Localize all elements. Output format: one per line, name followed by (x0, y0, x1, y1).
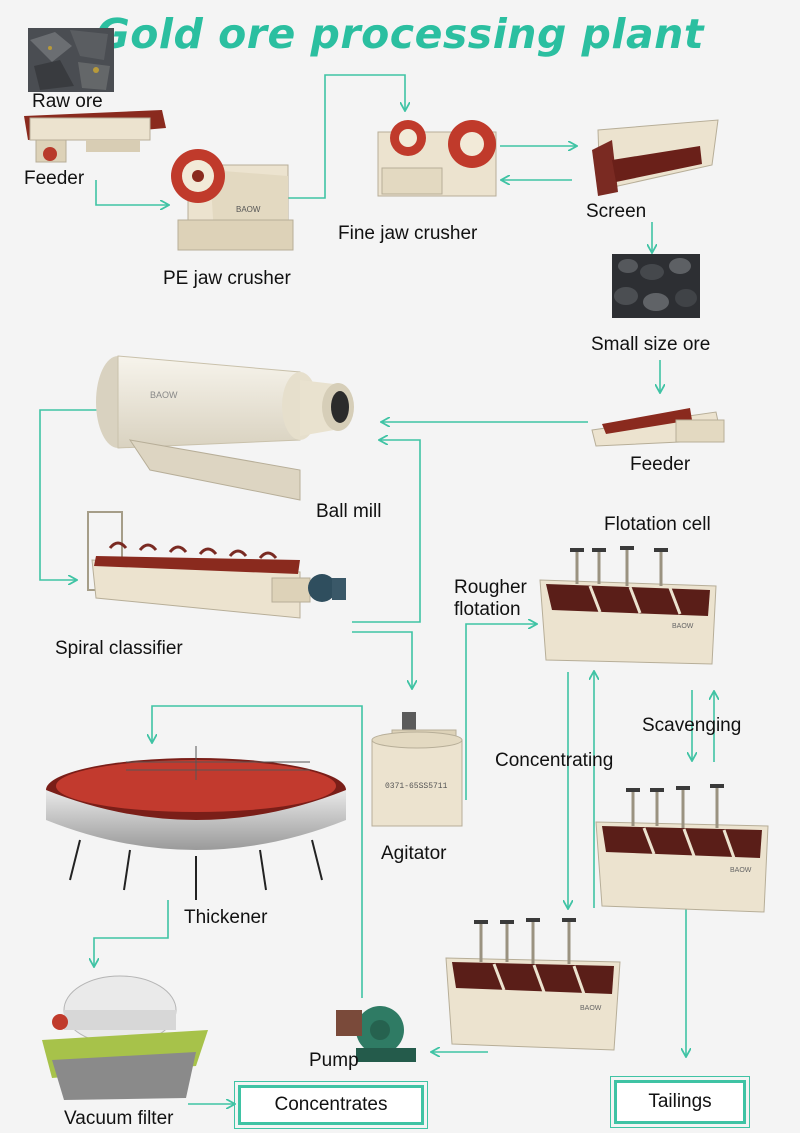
vacuum-filter-image (42, 975, 208, 1100)
label-screen: Screen (586, 201, 647, 222)
arrow-pe-to-fine-crusher (286, 74, 405, 199)
arrow-thickener-to-filter (94, 900, 169, 966)
flow-arrows (39, 74, 714, 1104)
label-agitator: Agitator (381, 843, 447, 864)
svg-text:BAOW: BAOW (150, 390, 178, 400)
flotation-rougher-image: BAOW (539, 546, 717, 665)
fine-jaw-crusher-image (377, 120, 497, 197)
raw-ore-image (28, 28, 114, 92)
feeder-mid-image (591, 408, 725, 447)
agitator-image: 0371-65SS5711 (371, 712, 463, 827)
svg-text:BAOW: BAOW (236, 205, 261, 214)
label-spiral-classifier: Spiral classifier (55, 638, 183, 659)
label-pump: Pump (309, 1050, 359, 1071)
tailings-box: Tailings (610, 1076, 750, 1128)
thickener-image (46, 746, 346, 900)
label-thickener: Thickener (184, 907, 268, 928)
label-small-size-ore: Small size ore (591, 334, 711, 355)
ball-mill-image: BAOW (96, 355, 354, 501)
diagram-title: Gold ore processing plant (96, 10, 704, 58)
small-size-ore-image (612, 254, 700, 318)
label-raw-ore: Raw ore (32, 91, 103, 112)
label-ball-mill: Ball mill (316, 501, 382, 522)
arrow-agitator-to-rougher (465, 624, 536, 800)
concentrates-box: Concentrates (234, 1081, 428, 1129)
arrow-pump-to-thickener (152, 705, 363, 998)
svg-text:BAOW: BAOW (672, 623, 694, 630)
label-scavenging: Scavenging (642, 715, 742, 736)
label-feeder-mid: Feeder (630, 454, 691, 475)
spiral-classifier-image (87, 511, 346, 619)
svg-text:0371-65SS5711: 0371-65SS5711 (385, 782, 448, 791)
label-fine-jaw-crusher: Fine jaw crusher (338, 223, 478, 244)
label-feeder-top: Feeder (24, 168, 85, 189)
arrow-classifier-to-agitator (352, 631, 412, 688)
arrow-feeder-to-pe-crusher (95, 180, 168, 205)
screen-image (592, 119, 719, 196)
label-concentrating: Concentrating (495, 750, 614, 771)
label-pe-jaw-crusher: PE jaw crusher (163, 268, 291, 289)
pe-jaw-crusher-image: BAOW (171, 149, 294, 251)
label-vacuum-filter: Vacuum filter (64, 1108, 174, 1129)
svg-text:BAOW: BAOW (580, 1005, 602, 1012)
svg-text:BAOW: BAOW (730, 867, 752, 874)
pump-image (336, 1006, 416, 1062)
feeder-top-image (24, 110, 166, 163)
flotation-scavenger-image: BAOW (595, 784, 769, 913)
arrow-ball-mill-to-classifier (39, 409, 98, 580)
arrow-classifier-to-ball-mill (352, 440, 421, 623)
flotation-cleaner-image: BAOW (445, 918, 621, 1051)
label-flotation-cell: Flotation cell (604, 514, 711, 535)
label-rougher-flotation: Rougher flotation (454, 577, 527, 620)
